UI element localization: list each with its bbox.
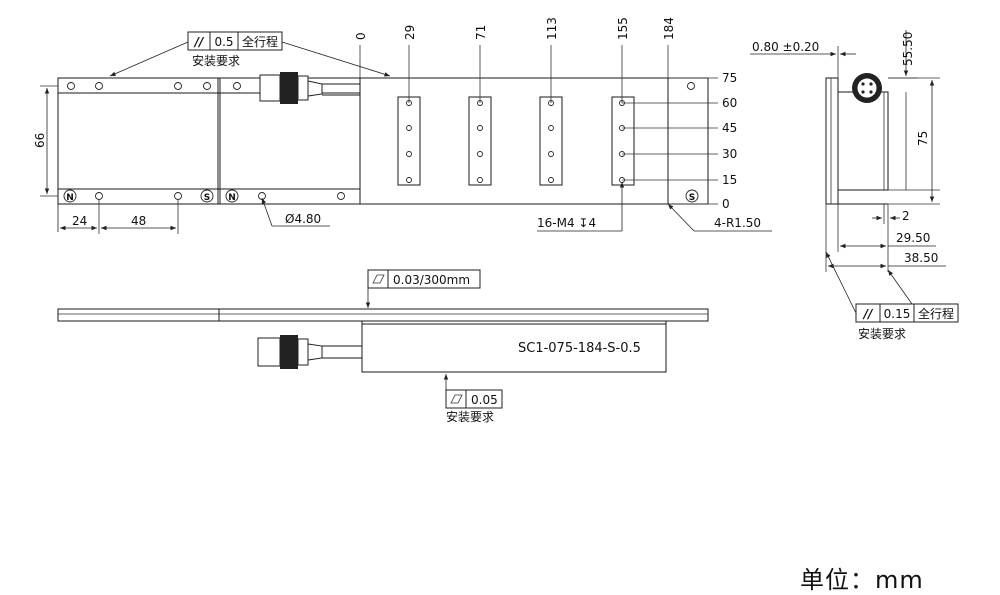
side-parallel-symbol: // xyxy=(862,307,874,321)
model-number: SC1-075-184-S-0.5 xyxy=(518,341,641,356)
dim-55: 55.50 xyxy=(888,30,918,190)
height-guides xyxy=(622,77,718,205)
pos-label-184: 184 xyxy=(662,17,676,40)
pole-n-label-2: N xyxy=(228,193,236,203)
front-view: SC1-075-184-S-0.5 0.03/300mm 0.05 安装要求 xyxy=(57,269,709,424)
h-label-45: 45 xyxy=(722,121,737,135)
thread-note: 16-M4 ↧4 xyxy=(537,216,596,230)
side-head xyxy=(838,91,889,191)
flatness-bottom-value: 0.05 xyxy=(471,393,498,407)
h-label-75: 75 xyxy=(722,71,737,85)
h-label-15: 15 xyxy=(722,173,737,187)
hole-dia-label: Ø4.80 xyxy=(285,212,321,226)
dim-24-48: 24 48 xyxy=(59,200,179,234)
dim-38-label: 38.50 xyxy=(904,251,938,265)
pos-label-29: 29 xyxy=(403,25,417,40)
h-label-60: 60 xyxy=(722,96,737,110)
dim-29-label: 29.50 xyxy=(896,231,930,245)
dim-55-label: 55.50 xyxy=(901,32,915,66)
connector-end xyxy=(852,73,882,103)
thread-callout: 16-M4 ↧4 xyxy=(537,182,625,232)
install-req-front: 安装要求 xyxy=(446,409,494,424)
scale-holes xyxy=(406,100,625,183)
parallel-value: 0.5 xyxy=(214,35,233,49)
install-req-label: 安装要求 xyxy=(192,53,240,68)
flatness-top-frame: 0.03/300mm xyxy=(365,269,481,308)
scale-pads xyxy=(397,96,635,186)
side-parallel-value: 0.15 xyxy=(884,307,911,321)
pole-markers: N S N S xyxy=(63,189,699,203)
flatness-top-value: 0.03/300mm xyxy=(393,273,470,287)
h-label-30: 30 xyxy=(722,147,737,161)
side-view: 0.80 ±0.20 55.50 75 2 xyxy=(750,30,959,341)
pole-n-label: N xyxy=(66,193,74,203)
track-side xyxy=(57,308,709,322)
h-label-0: 0 xyxy=(722,197,730,211)
parallel-note: 全行程 xyxy=(242,34,278,49)
side-parallelism-frame: // 0.15 全行程 安装要求 xyxy=(825,251,959,341)
track-outline xyxy=(57,77,709,205)
dim-38: 38.50 xyxy=(825,204,946,272)
parallelism-frame: // 0.5 全行程 安装要求 xyxy=(109,31,391,77)
dim-48-label: 48 xyxy=(131,214,146,228)
pos-label-0: 0 xyxy=(354,32,368,40)
dim-75-label: 75 xyxy=(916,131,930,146)
dim-66-label: 66 xyxy=(33,133,47,148)
parallel-symbol: // xyxy=(193,35,205,49)
position-labels: 0 29 71 113 155 184 xyxy=(354,17,676,40)
connector-top xyxy=(259,72,360,104)
side-track xyxy=(825,77,839,205)
pos-label-113: 113 xyxy=(545,17,559,40)
position-guides xyxy=(359,45,669,103)
flatness-bottom-frame: 0.05 安装要求 xyxy=(443,374,503,424)
dim-29: 29.50 xyxy=(837,204,936,272)
hole-dia-callout: Ø4.80 xyxy=(261,197,330,227)
pole-s-label: S xyxy=(204,193,210,203)
radius-note: 4-R1.50 xyxy=(714,216,761,230)
unit-label: 单位：mm xyxy=(800,566,924,594)
pole-s-label-2: S xyxy=(689,193,695,203)
dim-66: 66 xyxy=(33,85,58,197)
pos-label-155: 155 xyxy=(616,17,630,40)
dim-thickness: 0.80 ±0.20 xyxy=(750,40,856,78)
dim-24-label: 24 xyxy=(72,214,87,228)
track-holes xyxy=(67,82,695,200)
side-parallel-note: 全行程 xyxy=(918,306,954,321)
radius-callout: 4-R1.50 xyxy=(667,203,772,232)
pos-label-71: 71 xyxy=(474,25,488,40)
head-side xyxy=(361,323,667,373)
side-install-req: 安装要求 xyxy=(858,326,906,341)
height-labels: 75 60 45 30 15 0 xyxy=(722,71,737,211)
top-view: N S N S xyxy=(33,17,772,234)
dim-thickness-label: 0.80 ±0.20 xyxy=(752,40,819,54)
dim-75: 75 xyxy=(888,77,940,205)
dim-2-label: 2 xyxy=(902,209,910,223)
connector-front xyxy=(257,335,362,369)
dim-2: 2 xyxy=(872,204,910,224)
